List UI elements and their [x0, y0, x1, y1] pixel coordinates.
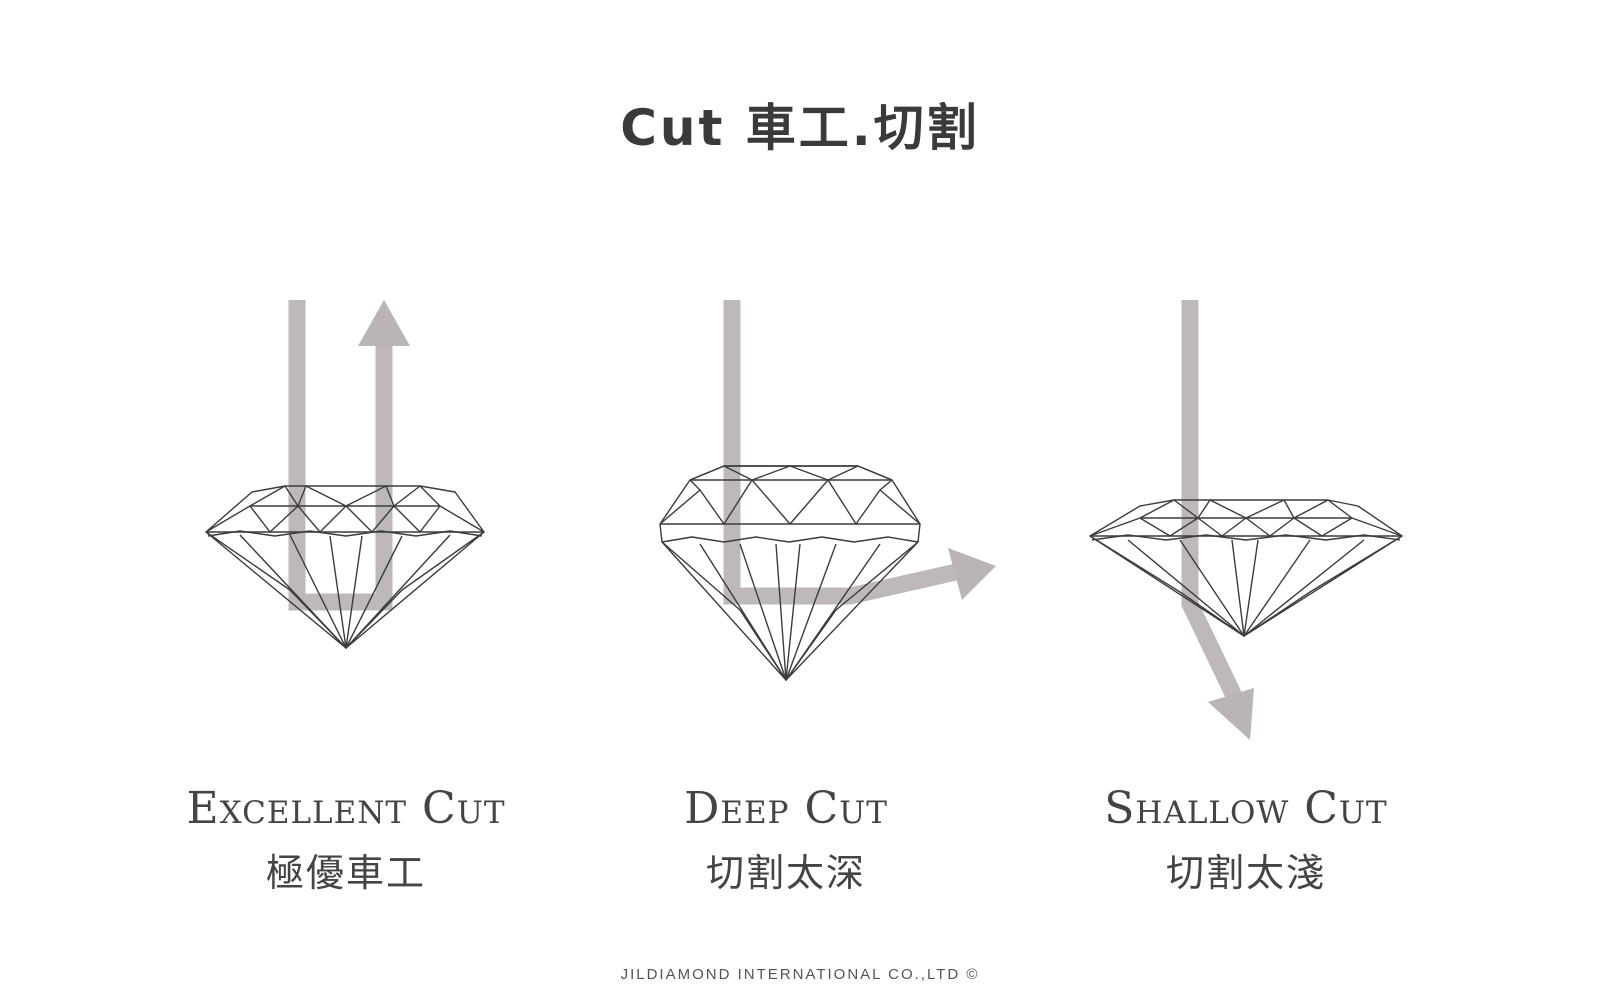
- deep-light-ray: [723, 300, 996, 605]
- excellent-light-ray: [288, 300, 410, 611]
- deep-cut-diamond: [659, 300, 996, 681]
- shallow-light-ray: [1181, 300, 1254, 740]
- excellent-cut-diamond: [205, 300, 485, 649]
- footer-copyright: JILDIAMOND INTERNATIONAL CO.,LTD ©: [620, 966, 980, 983]
- caption-deep-cut-en: Deep Cut: [684, 783, 888, 834]
- caption-excellent-cut-en: Excellent Cut: [186, 783, 506, 834]
- caption-deep-cut-zh: 切割太深: [705, 851, 866, 895]
- shallow-cut-diamond: [1089, 300, 1403, 740]
- shallow-diamond-outline-icon: [1089, 499, 1403, 637]
- page-title: Cut 車工.切割: [620, 99, 980, 157]
- excellent-diamond-outline-icon: [205, 485, 485, 649]
- caption-excellent-cut: Excellent Cut 極優車工: [136, 784, 556, 896]
- caption-excellent-cut-zh: 極優車工: [265, 851, 426, 895]
- deep-diamond-outline-icon: [659, 465, 921, 681]
- caption-shallow-cut: Shallow Cut 切割太淺: [1036, 784, 1456, 896]
- caption-shallow-cut-zh: 切割太淺: [1165, 851, 1326, 895]
- caption-shallow-cut-en: Shallow Cut: [1104, 783, 1388, 834]
- caption-deep-cut: Deep Cut 切割太深: [576, 784, 996, 896]
